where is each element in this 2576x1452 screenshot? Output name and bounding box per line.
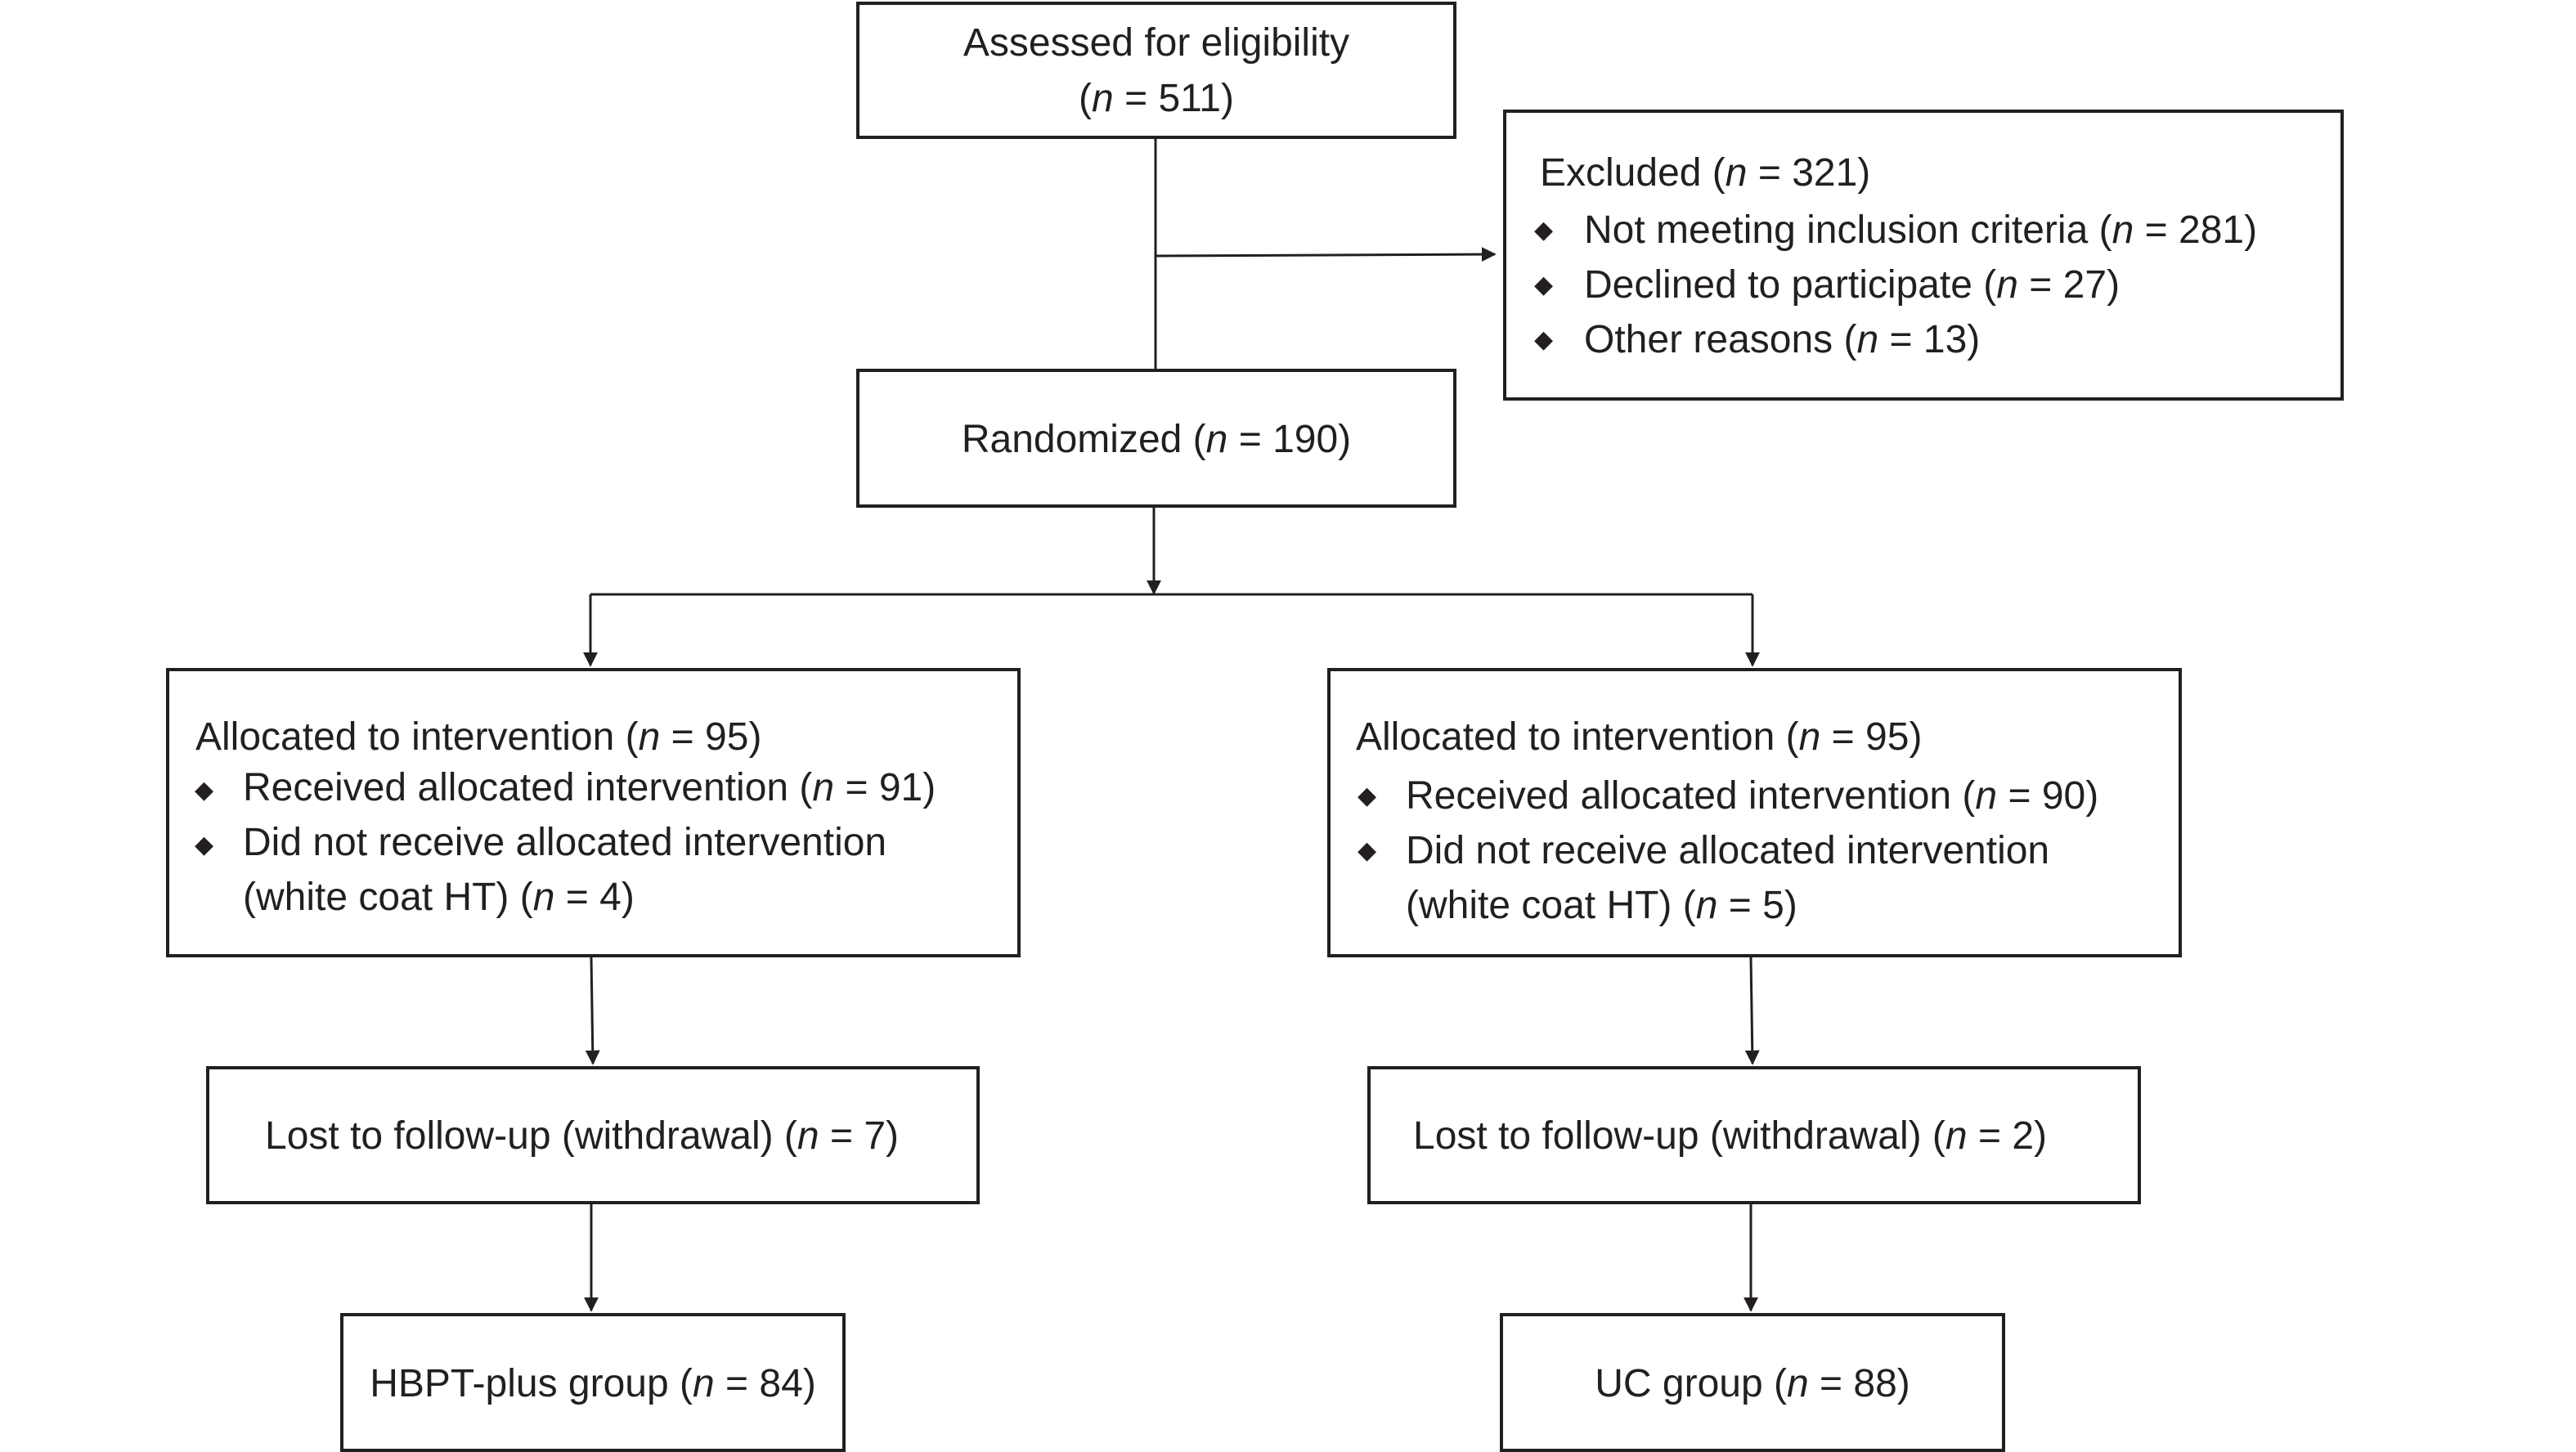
- left-allocation-received: Received allocated intervention (n = 91): [243, 766, 936, 809]
- excluded-item: Other reasons (n = 13): [1584, 318, 1981, 361]
- bullet-icon: ◆: [1358, 782, 1377, 809]
- left-final-box: HBPT-plus group (n = 84): [340, 1313, 846, 1452]
- right-lost-label: Lost to follow-up (withdrawal) (n = 2): [1413, 1114, 2047, 1158]
- excluded-item: Declined to participate (n = 27): [1584, 263, 2120, 307]
- randomized-box: Randomized (n = 190): [856, 369, 1456, 508]
- left-final-label: HBPT-plus group (n = 84): [370, 1362, 816, 1405]
- left-lost-label: Lost to follow-up (withdrawal) (n = 7): [265, 1114, 899, 1158]
- left-allocation-not-received-count: (white coat HT) (n = 4): [243, 876, 635, 919]
- excluded-arrow: [1155, 247, 1497, 262]
- excluded-item: Not meeting inclusion criteria (n = 281): [1584, 208, 2258, 252]
- excluded-title: Excluded (n = 321): [1540, 151, 1871, 195]
- eligibility-count: (n = 511): [1079, 77, 1234, 120]
- bullet-icon: ◆: [195, 831, 214, 858]
- right-allocation-received: Received allocated intervention (n = 90): [1406, 774, 2099, 818]
- right-alloc-to-lost-arrow: [1744, 957, 1760, 1065]
- left-allocation-not-received: Did not receive allocated intervention: [243, 821, 887, 864]
- randomized-label: Randomized (n = 190): [961, 418, 1352, 461]
- right-allocation-not-received: Did not receive allocated intervention: [1406, 829, 2050, 872]
- bullet-icon: ◆: [1534, 217, 1554, 244]
- right-allocation-box: Allocated to intervention (n = 95) ◆ Rec…: [1327, 668, 2182, 957]
- bullet-icon: ◆: [1358, 837, 1377, 864]
- eligibility-box: Assessed for eligibility (n = 511): [856, 2, 1456, 139]
- left-lost-box: Lost to follow-up (withdrawal) (n = 7): [206, 1066, 980, 1204]
- right-lost-box: Lost to follow-up (withdrawal) (n = 2): [1367, 1066, 2141, 1204]
- left-alloc-to-lost-arrow: [585, 957, 600, 1065]
- excluded-box: Excluded (n = 321) ◆ Not meeting inclusi…: [1503, 110, 2344, 401]
- right-final-box: UC group (n = 88): [1500, 1313, 2005, 1452]
- left-allocation-title: Allocated to intervention (n = 95): [195, 715, 762, 759]
- right-allocation-title: Allocated to intervention (n = 95): [1356, 715, 1923, 759]
- bullet-icon: ◆: [1534, 326, 1554, 353]
- bullet-icon: ◆: [1534, 271, 1554, 298]
- right-allocation-not-received-count: (white coat HT) (n = 5): [1406, 884, 1797, 927]
- eligibility-line1: Assessed for eligibility: [963, 21, 1350, 65]
- right-final-label: UC group (n = 88): [1595, 1362, 1910, 1405]
- bullet-icon: ◆: [195, 777, 214, 804]
- left-allocation-box: Allocated to intervention (n = 95) ◆ Rec…: [166, 668, 1021, 957]
